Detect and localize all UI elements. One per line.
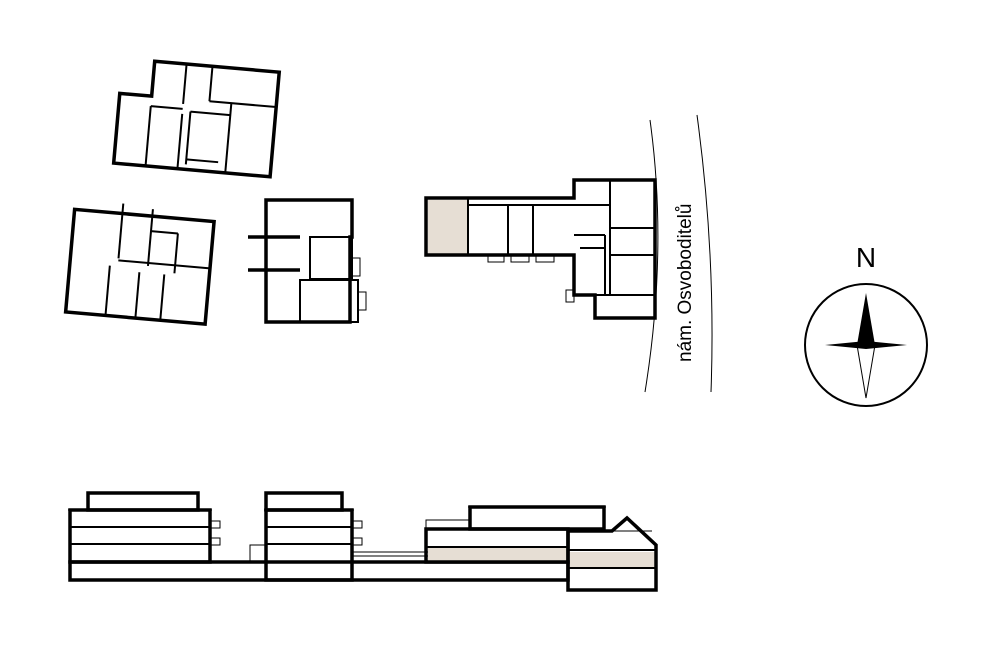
highlighted-unit-elevation: [428, 547, 568, 562]
building-a-plan: [111, 59, 282, 179]
building-d-plan: [424, 178, 657, 320]
compass-needle-north: [857, 293, 875, 345]
highlighted-unit-elevation-end: [570, 552, 656, 568]
north-label: N: [856, 242, 876, 273]
street-name-label: nám. Osvoboditelů: [675, 204, 696, 362]
elevation-block-1: [68, 491, 221, 564]
highlighted-unit-plan: [428, 200, 468, 254]
compass-needle-west: [825, 341, 866, 349]
building-b-plan: [63, 203, 216, 327]
street-edge-west: [644, 119, 659, 393]
compass-needle-south: [856, 344, 876, 399]
elevation-view: [68, 491, 658, 592]
building-c-plan: [248, 198, 367, 324]
street-edge-east: [696, 114, 713, 393]
elevation-ground-plinth: [68, 560, 570, 582]
compass-needle-east: [866, 341, 907, 349]
elevation-block-4: [566, 515, 658, 592]
north-compass: N: [804, 242, 928, 407]
elevation-block-2: [264, 491, 363, 582]
